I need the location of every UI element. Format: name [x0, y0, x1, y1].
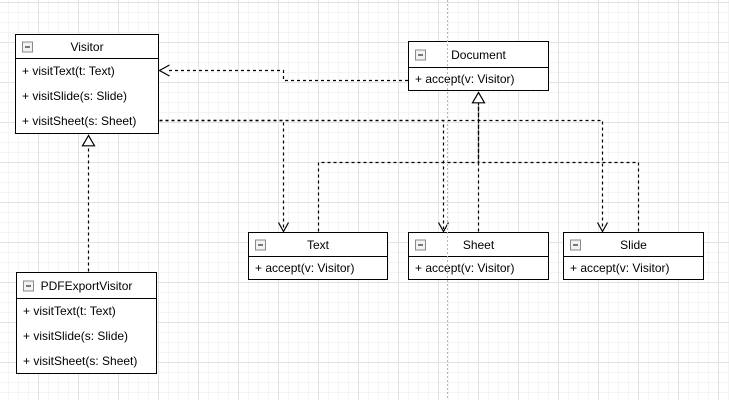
- class-member: + visitSlide(s: Slide): [22, 89, 128, 103]
- edge-visitor-to-slide-dependency[interactable]: [159, 119, 604, 230]
- class-member: + accept(v: Visitor): [415, 72, 515, 86]
- class-title: Document: [451, 47, 506, 62]
- class-pdf-export-visitor[interactable]: PDFExportVisitor + visitText(t: Text) + …: [16, 272, 157, 374]
- class-pdf-export-visitor-members: + visitText(t: Text) + visitSlide(s: Sli…: [17, 299, 156, 373]
- class-visitor-members: + visitText(t: Text) + visitSlide(s: Sli…: [16, 59, 158, 133]
- open-arrowhead-at-visitor-icon: [158, 64, 170, 77]
- class-member: + visitSlide(s: Slide): [23, 329, 129, 343]
- hollow-triangle-arrowhead-at-document-icon: [471, 91, 486, 104]
- minus-glyph: [26, 285, 31, 286]
- class-title: Sheet: [462, 237, 495, 252]
- edge-slide-to-document-realization[interactable]: [477, 103, 640, 232]
- class-visitor-title-row: Visitor: [16, 35, 158, 59]
- minus-glyph: [25, 46, 30, 47]
- collapse-icon[interactable]: [22, 41, 33, 52]
- edge-visitor-to-text-dependency[interactable]: [159, 119, 285, 230]
- open-arrowhead-at-text-icon: [277, 222, 290, 233]
- collapse-icon[interactable]: [570, 239, 581, 250]
- minus-glyph: [258, 244, 263, 245]
- minus-glyph: [418, 54, 423, 55]
- edge-text-to-document-realization[interactable]: [317, 103, 480, 232]
- class-slide-title-row: Slide: [564, 233, 703, 257]
- class-slide[interactable]: Slide + accept(v: Visitor): [563, 232, 704, 280]
- class-member: + accept(v: Visitor): [415, 261, 515, 275]
- class-member: + visitText(t: Text): [23, 304, 116, 319]
- class-text-title-row: Text: [249, 233, 387, 257]
- collapse-icon[interactable]: [415, 49, 426, 60]
- class-document-title-row: Document: [409, 42, 548, 68]
- class-member: + visitText(t: Text): [22, 64, 115, 79]
- hollow-triangle-arrowhead-at-visitor-icon: [81, 134, 96, 147]
- class-slide-members: + accept(v: Visitor): [564, 257, 703, 279]
- minus-glyph: [418, 244, 423, 245]
- class-member: + accept(v: Visitor): [255, 261, 355, 275]
- class-member: + visitSheet(s: Sheet): [23, 353, 138, 368]
- class-document[interactable]: Document + accept(v: Visitor): [408, 41, 549, 91]
- open-arrowhead-at-sheet-icon: [437, 222, 450, 233]
- edge-document-to-visitor-dependency[interactable]: [169, 69, 408, 82]
- minus-glyph: [573, 244, 578, 245]
- class-document-members: + accept(v: Visitor): [409, 68, 548, 90]
- class-title: Visitor: [70, 39, 104, 54]
- open-arrowhead-at-slide-icon: [596, 222, 609, 233]
- collapse-icon[interactable]: [415, 239, 426, 250]
- collapse-icon[interactable]: [23, 280, 34, 291]
- class-member: + accept(v: Visitor): [570, 261, 670, 275]
- class-pdf-export-visitor-title-row: PDFExportVisitor: [17, 273, 156, 299]
- edge-visitor-to-sheet-dependency[interactable]: [159, 119, 445, 230]
- class-sheet-members: + accept(v: Visitor): [409, 257, 548, 279]
- class-title: Text: [306, 237, 329, 252]
- class-text-members: + accept(v: Visitor): [249, 257, 387, 279]
- class-visitor[interactable]: Visitor + visitText(t: Text) + visitSlid…: [15, 34, 159, 134]
- class-sheet-title-row: Sheet: [409, 233, 548, 257]
- class-text[interactable]: Text + accept(v: Visitor): [248, 232, 388, 280]
- class-title: Slide: [620, 237, 647, 252]
- class-title: PDFExportVisitor: [40, 278, 133, 293]
- collapse-icon[interactable]: [255, 239, 266, 250]
- class-member: + visitSheet(s: Sheet): [22, 113, 137, 128]
- class-sheet[interactable]: Sheet + accept(v: Visitor): [408, 232, 549, 280]
